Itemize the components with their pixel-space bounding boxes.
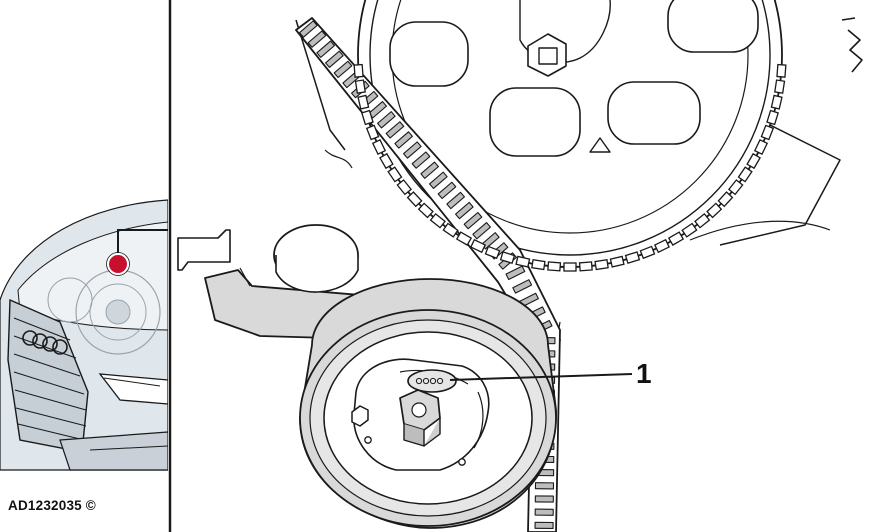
sprocket-tooth (357, 94, 370, 110)
figure-code: AD1232035 © (8, 498, 96, 513)
belt-tooth (420, 161, 439, 179)
location-marker (107, 253, 129, 275)
belt-tooth (455, 201, 474, 220)
sprocket-teeth (353, 63, 787, 272)
sprocket-tooth (354, 79, 366, 94)
sprocket-tooth (694, 212, 711, 229)
sprocket-tooth (746, 152, 761, 170)
sprocket-tooth (639, 245, 656, 260)
belt-tooth (534, 508, 554, 516)
belt-tooth (394, 131, 413, 149)
car-headlight (98, 373, 168, 405)
sprocket-tooth (442, 222, 459, 238)
sprocket-tooth (547, 261, 562, 272)
callout-leader-1 (449, 373, 633, 381)
sprocket-tooth (515, 255, 531, 268)
sprocket-tooth (455, 231, 473, 246)
belt-tooth (333, 60, 353, 79)
sprocket-tooth (653, 238, 670, 254)
sprocket-tooth (774, 79, 786, 94)
sprocket-tooth (717, 191, 734, 208)
sprocket-tooth (353, 63, 364, 78)
belt-tooth (385, 121, 405, 139)
sprocket-tooth (361, 109, 374, 126)
sprocket-tooth (624, 251, 641, 264)
sprocket-tooth (706, 202, 723, 219)
sprocket-tooth (484, 245, 501, 260)
sprocket-tooth (770, 94, 783, 110)
belt-tooth (534, 521, 554, 530)
main-illustration (177, 0, 863, 532)
car-logo (22, 330, 68, 355)
belt-tooth (307, 30, 327, 48)
marking-window (407, 369, 457, 393)
belt-tooth (377, 111, 396, 129)
sprocket-tooth (681, 222, 698, 238)
belt-tooth (534, 482, 555, 490)
belt-tooth (446, 191, 465, 210)
belt-tooth (472, 222, 491, 240)
sprocket-tooth (753, 138, 769, 155)
camshaft-sprocket (357, 0, 783, 268)
sprocket-tooth (417, 202, 434, 219)
sprocket-tooth (396, 179, 413, 196)
sprocket-tooth (594, 259, 609, 271)
belt-tooth (325, 50, 344, 68)
sprocket-tooth (365, 124, 380, 141)
sprocket-tooth (387, 166, 403, 183)
sprocket-tooth (578, 261, 593, 272)
sprocket-tooth (609, 255, 625, 268)
sprocket-tooth (727, 179, 744, 196)
sprocket-tooth (531, 259, 546, 271)
sprocket-tooth (371, 138, 387, 155)
sprocket-tooth (499, 251, 516, 264)
belt-tooth (429, 171, 448, 189)
sprocket-tooth (776, 63, 787, 78)
sprocket-tooth (429, 212, 446, 229)
belt-tooth (411, 151, 431, 169)
sprocket-tooth (470, 238, 487, 254)
tensioner-nut (399, 389, 441, 447)
belt-tooth (534, 495, 554, 503)
sprocket-tooth (766, 109, 779, 126)
sprocket-tooth (737, 166, 753, 183)
tensioner-pulley (299, 278, 557, 529)
belt-tooth (403, 141, 422, 159)
belt-tooth (512, 279, 533, 294)
sprocket-tooth (379, 152, 394, 170)
sprocket-tooth (760, 124, 775, 141)
belt-tooth (316, 40, 335, 58)
sprocket-tooth (406, 191, 423, 208)
sprocket-tooth (563, 262, 577, 272)
belt-tooth (437, 181, 457, 200)
car-locator-inset (0, 199, 168, 471)
belt-tooth (463, 211, 483, 230)
belt-tooth (505, 265, 526, 281)
leader-line (117, 229, 168, 262)
callout-label-1: 1 (636, 358, 652, 389)
belt-tooth (299, 20, 318, 38)
sprocket-tooth (667, 231, 685, 246)
